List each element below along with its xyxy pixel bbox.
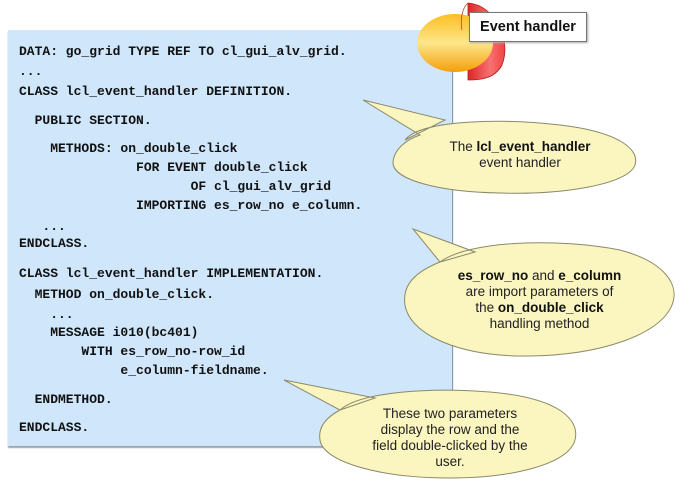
code-line: METHOD on_double_click. <box>19 287 215 302</box>
code-line: PUBLIC SECTION. <box>19 113 152 128</box>
callout-text: handling method <box>489 316 590 331</box>
code-panel <box>8 30 453 446</box>
code-line: FOR EVENT double_click <box>19 160 308 175</box>
code-line: CLASS lcl_event_handler DEFINITION. <box>19 84 293 99</box>
callout-handler-text: The lcl_event_handler event handler <box>405 139 635 171</box>
callout-text: and <box>528 268 559 283</box>
callout-params-shape <box>404 227 675 357</box>
code-line: ... <box>19 307 74 322</box>
callout-display-shape <box>283 379 577 479</box>
callout-bold-text: on_double_click <box>497 300 604 315</box>
code-line: ... <box>19 64 43 79</box>
callout-text: the <box>475 300 498 315</box>
callout-text: event handler <box>479 155 561 170</box>
callout-bold-text: e_column <box>558 268 622 283</box>
code-line: ENDCLASS. <box>19 420 90 435</box>
code-line: CLASS lcl_event_handler IMPLEMENTATION. <box>19 266 324 281</box>
callout-text: are import parameters of <box>465 284 614 299</box>
code-line: ... <box>19 219 66 234</box>
code-line: DATA: go_grid TYPE REF TO cl_gui_alv_gri… <box>19 44 347 59</box>
code-line: IMPORTING es_row_no e_column. <box>19 198 363 213</box>
code-line: ENDMETHOD. <box>19 392 113 407</box>
code-line: e_column-fieldname. <box>19 363 269 378</box>
callout-text: user. <box>435 454 465 469</box>
callout-bold-text: es_row_no <box>457 268 529 283</box>
callout-params-text: es_row_no and e_column are import parame… <box>412 268 667 332</box>
callout-text: display the row and the <box>380 422 520 437</box>
callout-text: field double-clicked by the <box>372 438 528 453</box>
code-line: MESSAGE i010(bc401) <box>19 325 199 340</box>
event-handler-badge: Event handler <box>469 12 587 42</box>
code-line: OF cl_gui_alv_grid <box>19 179 332 194</box>
code-line: ENDCLASS. <box>19 236 90 251</box>
code-line: WITH es_row_no-row_id <box>19 344 246 359</box>
code-line: METHODS: on_double_click <box>19 141 238 156</box>
callout-bold-text: lcl_event_handler <box>476 139 591 154</box>
callout-handler-shape <box>362 99 637 194</box>
callout-text: The <box>449 139 477 154</box>
callout-display-text: These two parameters display the row and… <box>330 406 570 470</box>
callout-text: These two parameters <box>382 406 518 421</box>
